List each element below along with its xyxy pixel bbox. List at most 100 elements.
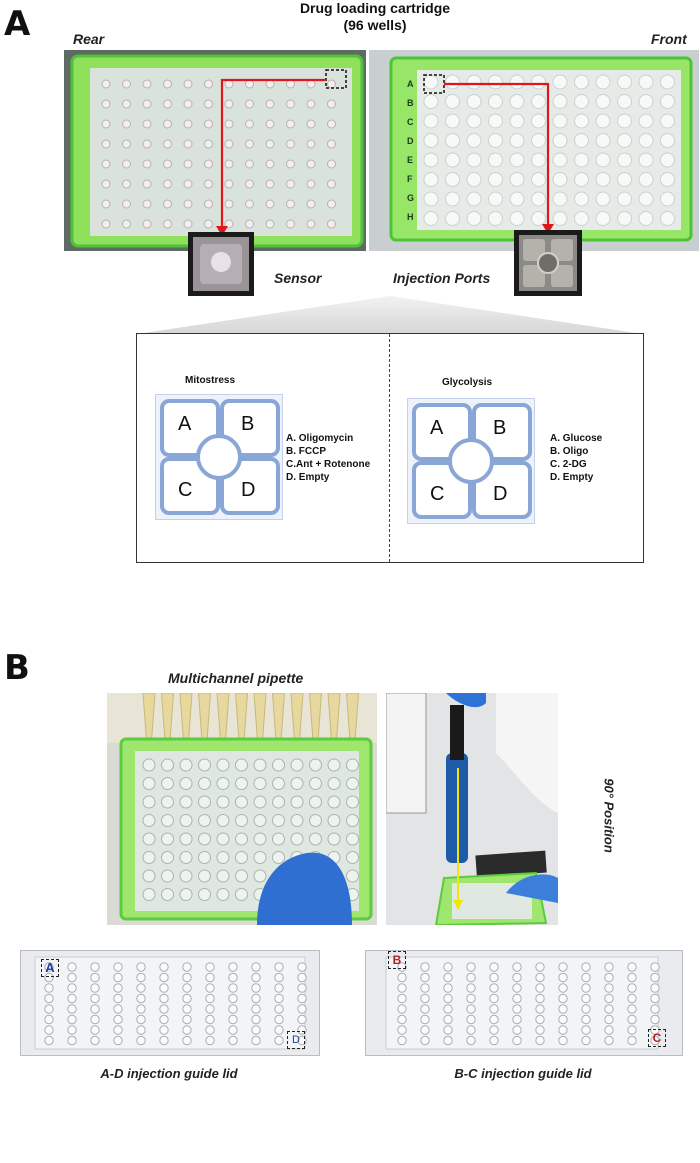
well [443, 962, 453, 972]
well [420, 1025, 430, 1035]
well [574, 113, 589, 129]
well [660, 172, 675, 187]
well [627, 1014, 637, 1025]
well [67, 972, 77, 983]
well [163, 179, 172, 189]
well [552, 152, 568, 168]
well [251, 983, 261, 993]
well [306, 119, 316, 129]
well [423, 94, 439, 109]
well [224, 99, 234, 109]
well [445, 74, 460, 90]
well [595, 133, 611, 148]
well [142, 199, 152, 209]
well [228, 1004, 238, 1014]
well [581, 1014, 591, 1025]
well [44, 983, 54, 993]
well [581, 1025, 591, 1035]
well [183, 79, 193, 89]
well [488, 191, 503, 207]
well [558, 983, 568, 993]
well [290, 777, 304, 790]
well [638, 94, 654, 109]
ninety-degree-label: 90° Position [601, 778, 617, 853]
well [595, 113, 611, 129]
well [122, 159, 131, 169]
well [228, 1035, 238, 1046]
well [245, 179, 254, 189]
well [489, 962, 499, 972]
well [617, 172, 632, 187]
well [159, 962, 169, 972]
well [265, 219, 275, 229]
well [650, 972, 660, 983]
well [397, 962, 407, 972]
well [488, 113, 503, 129]
well [286, 199, 295, 209]
well [650, 983, 660, 993]
well [67, 983, 77, 993]
well [142, 99, 152, 109]
well [466, 1004, 476, 1014]
well [443, 1004, 453, 1014]
well [466, 74, 482, 90]
well [253, 814, 267, 827]
well [228, 1025, 238, 1035]
front-arrow-head [542, 224, 554, 234]
well [205, 983, 215, 993]
well [489, 1014, 499, 1025]
well [136, 1004, 146, 1014]
mitostress-item: D. Empty [286, 472, 330, 483]
well [443, 983, 453, 993]
well [142, 851, 156, 864]
well [161, 832, 174, 846]
well [290, 758, 304, 772]
well [531, 172, 546, 187]
row-letter: A [407, 79, 414, 89]
well [235, 758, 248, 772]
well [216, 851, 230, 864]
well [558, 993, 568, 1004]
well [581, 962, 591, 972]
well [581, 983, 591, 993]
well [228, 983, 238, 993]
well [183, 119, 193, 129]
well [163, 79, 172, 89]
well [44, 972, 54, 983]
well [558, 1014, 568, 1025]
well [535, 1014, 545, 1025]
ad-corner-d: D [287, 1031, 305, 1049]
well [251, 993, 261, 1004]
well [224, 139, 234, 149]
well [512, 972, 522, 983]
injection-ports-label: Injection Ports [393, 270, 491, 286]
well [420, 1004, 430, 1014]
bc-lid-photo: B C [365, 950, 683, 1056]
well [163, 199, 172, 209]
well [122, 139, 131, 149]
well [397, 1004, 407, 1014]
well [101, 159, 111, 169]
well [512, 1004, 522, 1014]
well [531, 133, 546, 148]
well [306, 219, 316, 229]
well [265, 159, 275, 169]
well [420, 983, 430, 993]
well [581, 993, 591, 1004]
well [251, 1025, 261, 1035]
well [183, 199, 193, 209]
well [161, 851, 174, 864]
mitostress-title: Mitostress [185, 375, 236, 386]
well [159, 993, 169, 1004]
well [67, 1014, 77, 1025]
well [552, 172, 568, 187]
well [552, 211, 568, 226]
well [205, 962, 215, 972]
well [216, 795, 230, 809]
well [159, 1025, 169, 1035]
well [136, 1014, 146, 1025]
well [224, 199, 234, 209]
well [235, 814, 248, 827]
well [122, 79, 131, 89]
well [397, 993, 407, 1004]
